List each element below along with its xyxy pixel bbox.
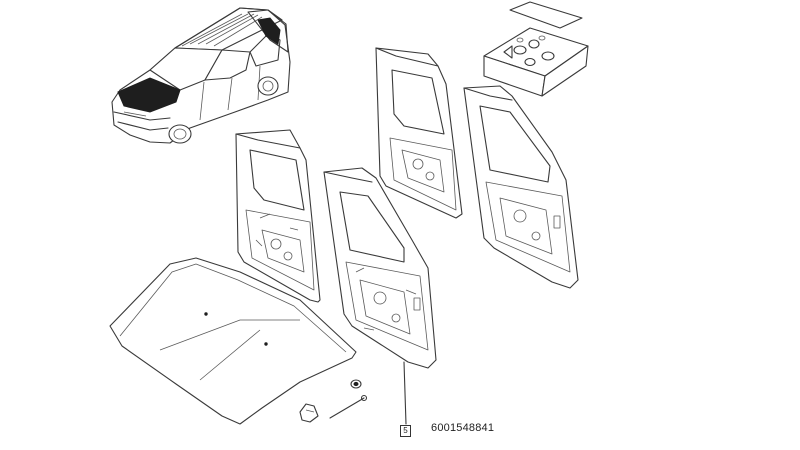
hood-hardware bbox=[299, 379, 368, 423]
parts-box bbox=[483, 1, 589, 97]
leader-line bbox=[403, 361, 407, 425]
rear-door-left-2 bbox=[375, 47, 463, 219]
vehicle-illustration bbox=[111, 7, 291, 144]
reference-number-badge: 5 bbox=[400, 425, 411, 437]
rear-door-left-1 bbox=[235, 129, 321, 303]
hood-panel bbox=[109, 257, 357, 425]
rear-door-right bbox=[463, 85, 579, 289]
part-number-label: 6001548841 bbox=[431, 422, 495, 434]
rear-door-center bbox=[323, 167, 437, 369]
